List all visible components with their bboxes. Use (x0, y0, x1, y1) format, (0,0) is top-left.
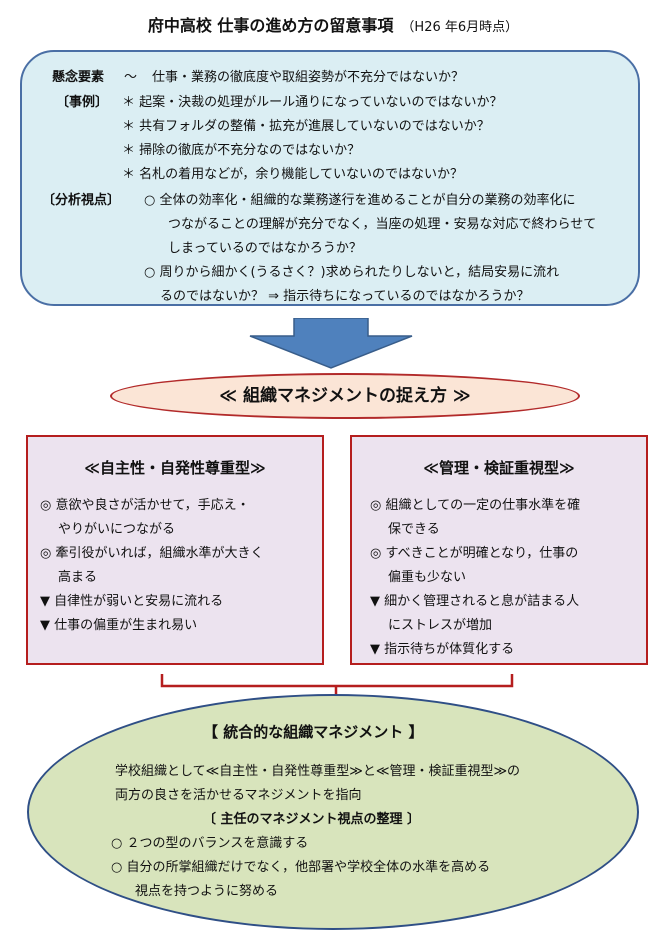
integrated-line: 両方の良さを活かせるマネジメントを指向 (115, 788, 362, 803)
concerns-box: 懸念要素 ～ 仕事・業務の徹底度や取組姿勢が不充分ではないか？ 〔事例〕 ＊ 起… (20, 50, 640, 306)
analysis-line: ○ 全体の効率化・組織的な業務遂行を進めることが自分の業務の効率化に (144, 193, 576, 208)
concerns-text: 仕事・業務の徹底度や取組姿勢が不充分ではないか？ (152, 70, 465, 85)
page-title: 府中高校 仕事の進め方の留意事項 （H26 年6月時点） (0, 12, 666, 36)
control-card-title: ≪管理・検証重視型≫ (423, 459, 575, 477)
analysis-line: るのではないか？ ⇒ 指示待ちになっているのではなかろうか？ (160, 289, 530, 304)
integrated-point: 視点を持つように努める (135, 884, 279, 899)
integrated-point: ○ ２つの型のバランスを意識する (111, 836, 309, 851)
control-line: ▼ 細かく管理されると息が詰まる人 (370, 594, 580, 609)
autonomy-card-title: ≪自主性・自発性尊重型≫ (84, 459, 266, 477)
autonomy-card: ≪自主性・自発性尊重型≫ ◎ 意欲や良さが活かせて，手応え・ やりがいにつながる… (26, 435, 324, 665)
control-line: 保できる (388, 522, 440, 537)
page-title-text: 府中高校 仕事の進め方の留意事項 (147, 16, 394, 35)
control-line: にストレスが増加 (388, 618, 493, 633)
control-line: ◎ すべきことが明確となり，仕事の (370, 546, 579, 561)
management-banner: ≪ 組織マネジメントの捉え方 ≫ (110, 373, 580, 419)
control-line: ◎ 組織としての一定の仕事水準を確 (370, 498, 581, 513)
integrated-subtitle: 〔 主任のマネジメント視点の整理 〕 (203, 812, 421, 827)
analysis-label: 〔分析視点〕 (42, 193, 121, 208)
analysis-line: つながることの理解が充分でなく，当座の処理・安易な対応で終わらせて (168, 217, 597, 232)
autonomy-line: ▼ 自律性が弱いと安易に流れる (40, 594, 224, 609)
autonomy-line: 高まる (58, 570, 98, 585)
integrated-title: 【 統合的な組織マネジメント 】 (203, 723, 424, 741)
concerns-label: 懸念要素 (52, 70, 105, 85)
analysis-line: ○ 周りから細かく(うるさく？)求められたりしないと，結局安易に流れ (144, 265, 560, 280)
case-item: ＊ 名札の着用などが，余り機能していないのではないか？ (122, 167, 463, 182)
autonomy-line: やりがいにつながる (58, 522, 176, 537)
autonomy-line: ◎ 牽引役がいれば，組織水準が大きく (40, 546, 264, 561)
integrated-point: ○ 自分の所掌組織だけでなく，他部署や学校全体の水準を高める (111, 860, 491, 875)
autonomy-line: ◎ 意欲や良さが活かせて，手応え・ (40, 498, 250, 513)
integrated-line: 学校組織として≪自主性・自発性尊重型≫と≪管理・検証重視型≫の (115, 764, 521, 779)
case-item: ＊ 起案・決裁の処理がルール通りになっていないのではないか？ (122, 95, 503, 110)
down-arrow-icon (249, 318, 413, 369)
case-item: ＊ 共有フォルダの整備・拡充が進展していないのではないか？ (122, 119, 490, 134)
integrated-ellipse: 【 統合的な組織マネジメント 】 学校組織として≪自主性・自発性尊重型≫と≪管理… (27, 694, 639, 930)
control-line: 偏重も少ない (388, 570, 467, 585)
control-line: ▼ 指示待ちが体質化する (370, 642, 515, 657)
autonomy-line: ▼ 仕事の偏重が生まれ易い (40, 618, 198, 633)
page-subtitle: （H26 年6月時点） (401, 20, 519, 35)
cases-label: 〔事例〕 (56, 95, 109, 110)
analysis-line: しまっているのではなかろうか？ (168, 241, 362, 256)
concerns-tilde: ～ (124, 70, 138, 85)
case-item: ＊ 掃除の徹底が不充分なのではないか？ (122, 143, 361, 158)
control-card: ≪管理・検証重視型≫ ◎ 組織としての一定の仕事水準を確 保できる ◎ すべきこ… (350, 435, 648, 665)
